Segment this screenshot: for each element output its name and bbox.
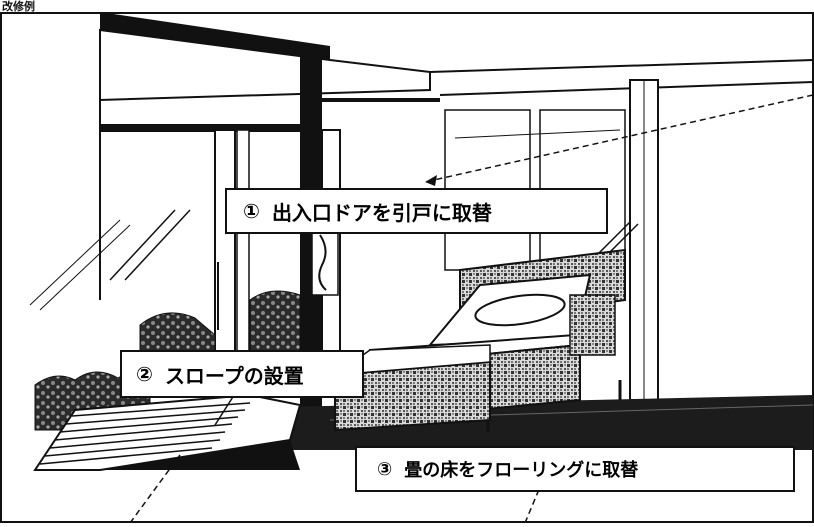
floor-dark [150, 395, 813, 450]
leader-arrowhead [425, 175, 437, 186]
callout-text: スロープの設置 [164, 363, 304, 388]
window-mullion [454, 129, 621, 139]
bed-side-rail [569, 294, 616, 356]
callout-slope: ② スロープの設置 [120, 350, 364, 398]
outdoor-shrubs [249, 290, 301, 361]
callout-sliding-door: ① 出入口ドアを引戸に取替 [225, 188, 608, 234]
callout-text: 畳の床をフローリングに取替 [404, 460, 639, 481]
window-shine [109, 209, 176, 281]
door-post-dark [300, 46, 322, 426]
callout-number: ② [136, 362, 153, 386]
wall-art-stroke [318, 234, 327, 291]
callout-flooring: ③ 畳の床をフローリングに取替 [355, 446, 795, 492]
callout-number: ① [243, 199, 260, 223]
callout-number: ③ [377, 458, 393, 480]
window-shine [39, 224, 131, 311]
top-beam-right [429, 59, 814, 73]
window-frame-right [439, 81, 814, 96]
callout-text: 出入口ドアを引戸に取替 [271, 200, 492, 225]
window-shine [124, 209, 191, 281]
slope-shadow [100, 440, 300, 470]
slope-stripes [39, 402, 251, 465]
door-post [236, 129, 250, 381]
care-bed [332, 248, 626, 432]
door-post [214, 129, 236, 381]
window-shine [29, 219, 121, 306]
frame-border [0, 12, 814, 523]
roof-panel [99, 28, 431, 102]
corner-label: 改修例 [2, 0, 35, 13]
bed-pillow [474, 293, 566, 327]
roof-beam [100, 12, 330, 60]
